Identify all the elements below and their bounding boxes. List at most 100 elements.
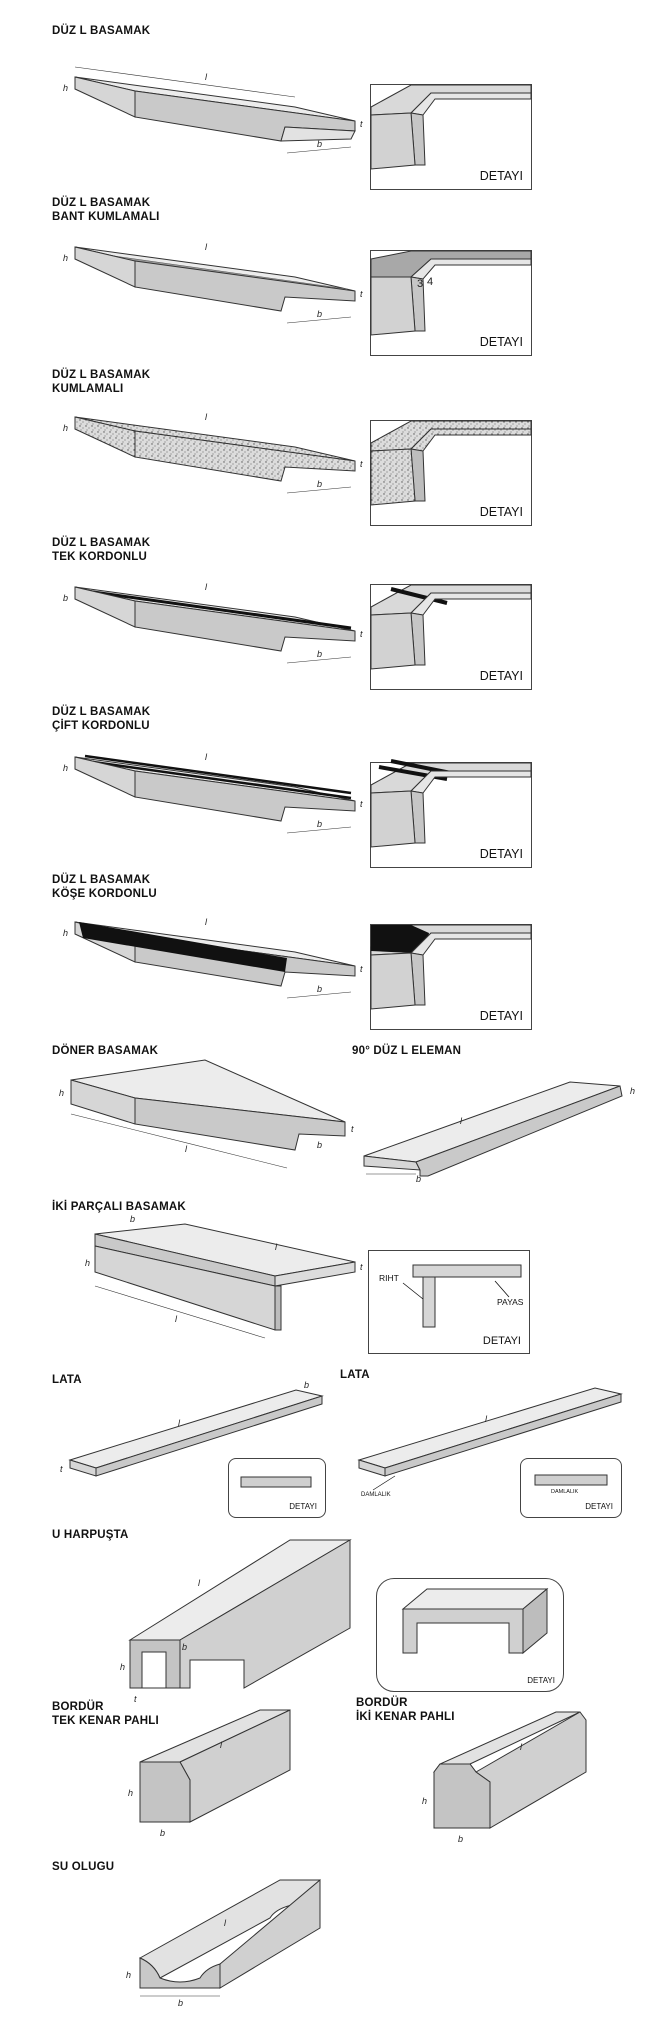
svg-text:l: l: [205, 412, 208, 422]
section-title: SU OLUGU: [52, 1861, 115, 1873]
section-title: İKİ PARÇALI BASAMAK: [52, 1201, 186, 1213]
svg-text:h: h: [126, 1970, 131, 1980]
detail-box: DETAYI: [370, 924, 532, 1030]
svg-text:h: h: [59, 1088, 64, 1098]
svg-text:DAMLALIK: DAMLALIK: [361, 1492, 391, 1498]
detail-box: DETAYI: [370, 84, 532, 190]
svg-text:l: l: [205, 582, 208, 592]
section-title: 90° DÜZ L ELEMAN: [352, 1045, 462, 1057]
step-drawing: l h t b: [63, 917, 363, 999]
svg-text:b: b: [304, 1380, 309, 1390]
bordur2-drawing: h b l: [422, 1711, 587, 1844]
svg-text:t: t: [360, 119, 363, 129]
svg-text:l: l: [175, 1314, 178, 1324]
step-drawing: l b t b: [63, 582, 363, 664]
svg-text:b: b: [182, 1642, 187, 1652]
u-harpusta-drawing: l h b t: [120, 1539, 352, 1704]
svg-text:b: b: [160, 1828, 165, 1838]
doner-drawing: h t b l: [59, 1059, 354, 1169]
svg-text:h: h: [422, 1796, 427, 1806]
detail-label: DETAYI: [479, 847, 523, 861]
section-title: LATA: [52, 1374, 82, 1386]
detail-box: DETAYI: [370, 420, 532, 526]
svg-text:l: l: [205, 242, 208, 252]
svg-text:t: t: [60, 1464, 63, 1474]
step-drawing: l h t b: [63, 66, 363, 154]
svg-text:l: l: [205, 72, 208, 82]
section-title: U HARPUŞTA: [52, 1529, 129, 1541]
detail-box: DAMLALIK DETAYI: [520, 1458, 622, 1518]
detail-box: DETAYI: [370, 584, 532, 690]
svg-text:t: t: [360, 289, 363, 299]
section-title: DÜZ L BASAMAK BANT KUMLAMALI: [52, 197, 160, 223]
svg-text:l: l: [485, 1414, 488, 1424]
detail-box: DETAYI: [228, 1458, 326, 1518]
section-title: DÜZ L BASAMAK ÇİFT KORDONLU: [52, 706, 151, 732]
svg-text:t: t: [134, 1694, 137, 1704]
svg-text:t: t: [360, 459, 363, 469]
svg-text:l: l: [205, 917, 208, 927]
svg-text:h: h: [63, 253, 68, 263]
lata1-drawing: t l b: [60, 1380, 324, 1477]
svg-text:l: l: [275, 1242, 278, 1252]
detail-label: DETAYI: [479, 335, 523, 349]
detail-label: DETAYI: [585, 1502, 613, 1511]
step-drawing: l h t b: [63, 242, 363, 324]
section-title: DÜZ L BASAMAK: [52, 25, 151, 37]
detail-box: DETAYI: [376, 1578, 564, 1692]
svg-text:3: 3: [417, 278, 423, 290]
section-title: DÜZ L BASAMAK KÖŞE KORDONLU: [52, 874, 157, 900]
svg-text:l: l: [178, 1418, 181, 1428]
detail-label: DETAYI: [289, 1502, 317, 1511]
svg-text:b: b: [317, 649, 322, 659]
svg-text:DAMLALIK: DAMLALIK: [551, 1489, 579, 1495]
detail-label: DETAYI: [479, 1009, 523, 1023]
svg-text:t: t: [351, 1124, 354, 1134]
svg-text:4: 4: [427, 276, 433, 288]
svg-text:RIHT: RIHT: [379, 1273, 399, 1283]
svg-text:b: b: [317, 479, 322, 489]
svg-text:b: b: [458, 1834, 463, 1844]
svg-text:h: h: [120, 1662, 125, 1672]
svg-text:b: b: [317, 1140, 322, 1150]
svg-text:l: l: [185, 1144, 188, 1154]
section-title: DÜZ L BASAMAK TEK KORDONLU: [52, 537, 151, 563]
section-title: DÖNER BASAMAK: [52, 1045, 159, 1057]
bordur1-drawing: h b l: [128, 1709, 291, 1838]
svg-text:t: t: [360, 964, 363, 974]
lata2-drawing: l DAMLALIK: [357, 1387, 623, 1498]
detail-box: RIHT PAYAS DETAYI: [368, 1250, 530, 1354]
section-title: BORDÜR İKİ KENAR PAHLI: [356, 1697, 455, 1723]
svg-text:l: l: [520, 1742, 523, 1752]
svg-text:b: b: [317, 139, 322, 149]
svg-text:l: l: [224, 1918, 227, 1928]
svg-text:PAYAS: PAYAS: [497, 1297, 524, 1307]
svg-text:l: l: [460, 1116, 463, 1126]
svg-text:b: b: [317, 984, 322, 994]
step-drawing: l h t b: [63, 412, 363, 494]
detail-label: DETAYI: [479, 669, 523, 683]
svg-text:h: h: [630, 1086, 635, 1096]
section-title: LATA: [340, 1369, 370, 1381]
svg-text:h: h: [63, 423, 68, 433]
detail-label: DETAYI: [479, 505, 523, 519]
duz90-drawing: h l b: [363, 1081, 635, 1184]
svg-text:l: l: [220, 1740, 223, 1750]
detail-label: DETAYI: [479, 169, 523, 183]
section-title: DÜZ L BASAMAK KUMLAMALI: [52, 369, 151, 395]
section-title: BORDÜR TEK KENAR PAHLI: [52, 1701, 159, 1727]
svg-text:b: b: [317, 309, 322, 319]
svg-text:b: b: [317, 819, 322, 829]
svg-text:l: l: [205, 752, 208, 762]
su-olugu-drawing: l h b: [126, 1878, 321, 2008]
svg-text:t: t: [360, 1262, 363, 1272]
svg-text:t: t: [360, 629, 363, 639]
svg-text:h: h: [63, 83, 68, 93]
svg-text:b: b: [416, 1174, 421, 1184]
svg-text:b: b: [178, 1998, 183, 2008]
iki-parcali-drawing: b l h t l: [85, 1214, 363, 1339]
detail-box: 3 4 DETAYI: [370, 250, 532, 356]
svg-text:l: l: [198, 1578, 201, 1588]
detail-box: DETAYI: [370, 759, 532, 868]
svg-text:h: h: [63, 928, 68, 938]
